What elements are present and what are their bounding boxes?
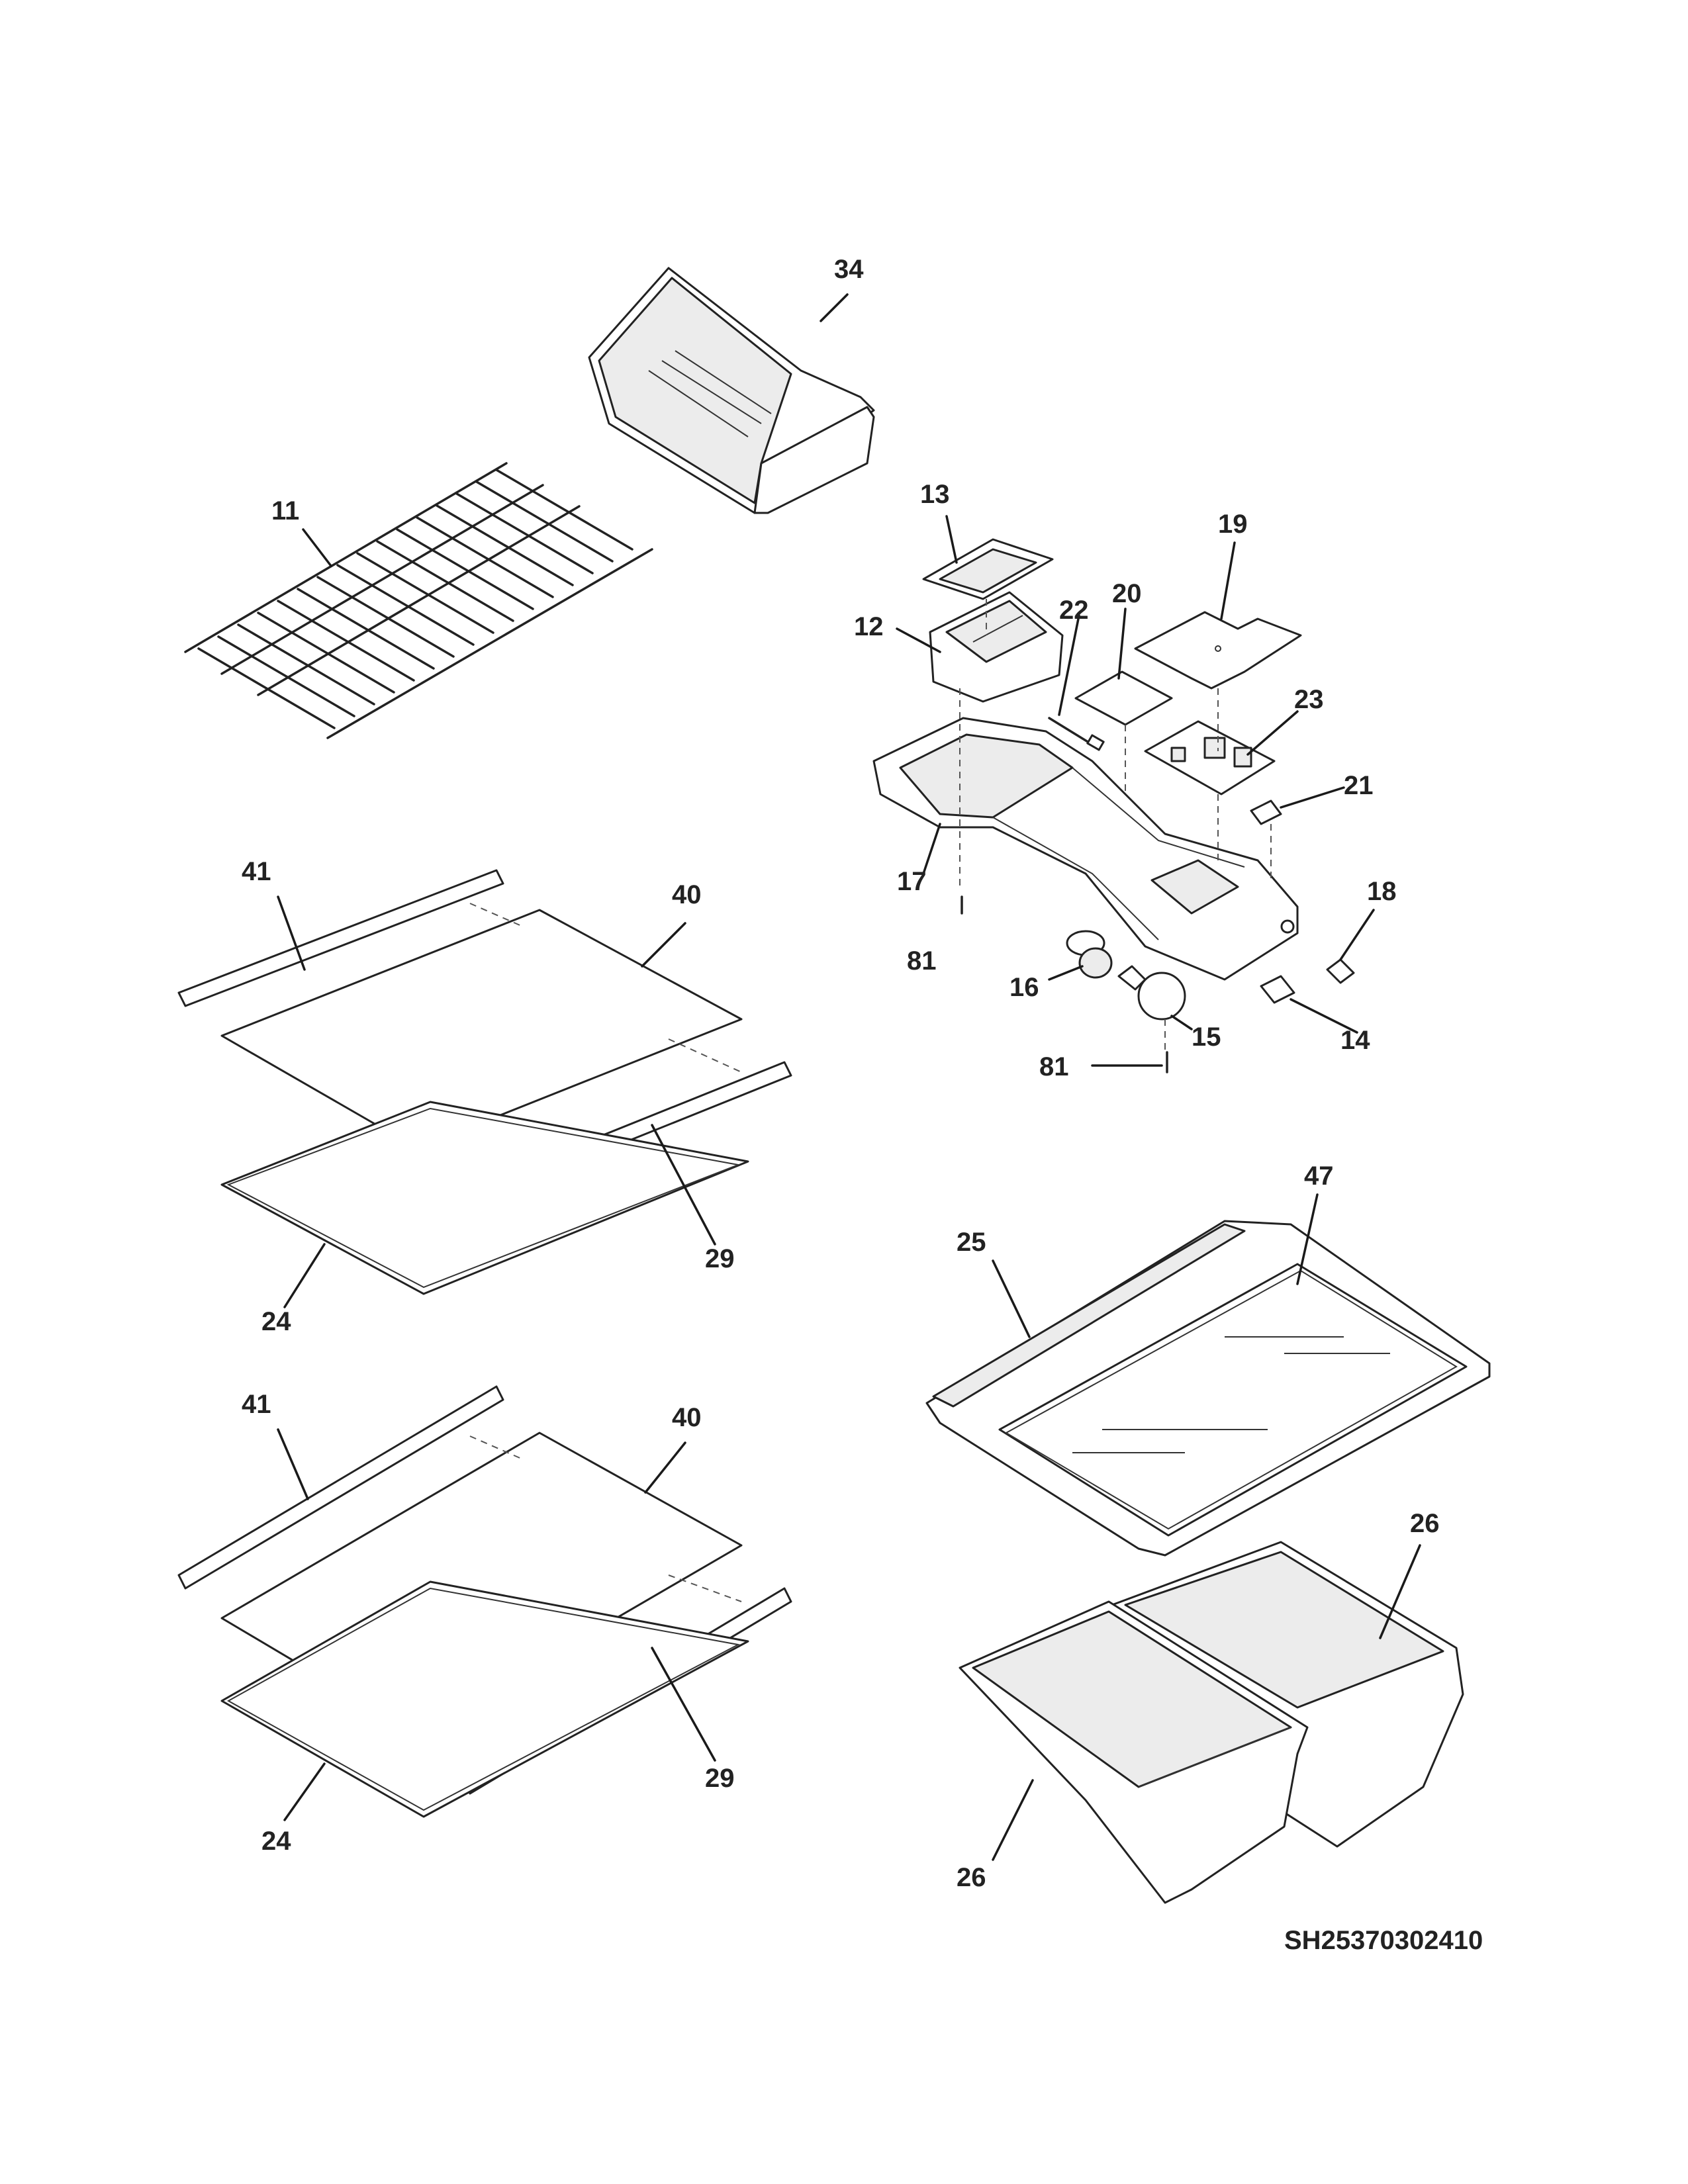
callout-29-lower: 29 [705,1764,735,1793]
callout-24-lower: 24 [261,1827,291,1856]
part-81-screws [961,895,1168,1073]
part-26-crisper-drawers [959,1541,1464,1904]
callout-13: 13 [920,480,950,509]
shelf-assembly-lower [177,1385,792,1818]
callout-21: 21 [1344,771,1374,800]
callout-40-lower: 40 [672,1403,702,1432]
callout-22: 22 [1059,596,1089,625]
part-16-light-socket [1066,930,1113,979]
part-12-filter-housing [929,591,1064,703]
callout-47: 47 [1304,1161,1334,1191]
part-18-knob [1326,958,1355,984]
callout-81-upper: 81 [907,946,937,976]
callout-24-upper: 24 [261,1307,291,1336]
callout-15: 15 [1192,1023,1221,1052]
callout-29-upper: 29 [705,1244,735,1273]
shelf-assembly-upper [177,869,792,1295]
part-14-switch [1260,975,1295,1004]
document-id: SH25370302410 [1284,1926,1483,1955]
callout-25: 25 [957,1228,986,1257]
part-13-filter [922,538,1054,600]
callout-81-lower: 81 [1039,1052,1069,1081]
leader-lines [277,293,1421,1861]
callout-41-upper: 41 [242,857,271,886]
callout-41-lower: 41 [242,1390,271,1419]
callout-12: 12 [854,612,884,641]
callout-26-upper: 26 [1410,1509,1440,1538]
part-15-light-bulb [1117,965,1186,1021]
part-20-board-cover [1074,670,1173,726]
callout-19: 19 [1218,510,1248,539]
part-22-thermistor [1048,717,1105,751]
part-19-cover [1134,611,1302,690]
part-21-switch-plate [1250,799,1282,825]
callout-16: 16 [1009,973,1039,1002]
callout-17: 17 [897,867,927,896]
callout-11: 11 [271,496,299,525]
part-11-wire-shelf [184,462,653,739]
callout-18: 18 [1367,877,1397,906]
callout-labels: 34 11 13 19 12 22 20 23 21 17 18 81 16 1… [242,255,1440,1892]
part-34-bin [588,267,875,514]
crisper-cover-assembly [925,1220,1491,1557]
callout-23: 23 [1294,685,1324,714]
assembly-lines [959,599,1272,1052]
callout-20: 20 [1112,579,1142,608]
part-17-control-housing [872,717,1299,981]
callout-40-upper: 40 [672,880,702,909]
callout-26-lower: 26 [957,1863,986,1892]
callout-14: 14 [1340,1026,1370,1055]
part-23-control-board [1144,720,1276,796]
callout-34: 34 [834,255,864,284]
